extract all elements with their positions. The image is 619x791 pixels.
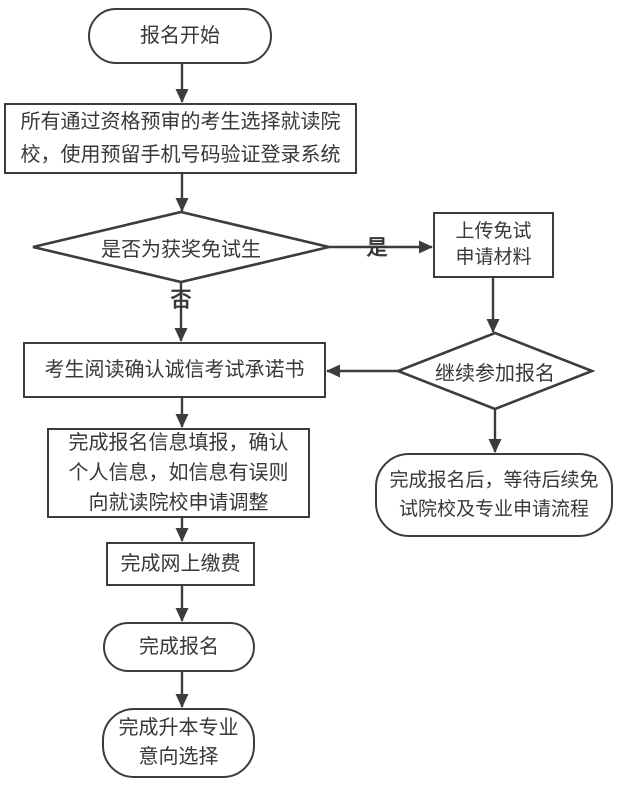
- node-label-line: 申请材料: [455, 247, 532, 268]
- node-label-line: 试院校及专业申请流程: [398, 499, 589, 520]
- decision-continue-register-label: 继续参加报名: [435, 362, 555, 385]
- node-exempt-wait: 完成报名后，等待后续免 试院校及专业申请流程: [375, 453, 613, 537]
- node-upload-exempt-materials: 上传免试 申请材料: [433, 212, 554, 278]
- node-label-line: 报名开始: [140, 25, 220, 47]
- node-label-line: 考生阅读确认诚信考试承诺书: [44, 359, 305, 381]
- node-label-line: 完成报名后，等待后续免: [389, 470, 599, 491]
- node-start: 报名开始: [88, 8, 272, 64]
- node-major-intent: 完成升本专业 意向选择: [102, 708, 255, 778]
- node-label-line: 向就读院校申请调整: [88, 492, 269, 514]
- node-fill-info: 完成报名信息填报，确认 个人信息，如信息有误则 向就读院校申请调整: [47, 428, 310, 518]
- node-finish-register: 完成报名: [103, 622, 255, 672]
- decision-exempt-label: 是否为获奖免试生: [101, 238, 261, 261]
- node-pay-online: 完成网上缴费: [106, 542, 255, 586]
- node-label-line: 上传免试: [455, 221, 532, 242]
- node-label-line: 个人信息，如信息有误则: [68, 462, 289, 484]
- node-integrity-commitment: 考生阅读确认诚信考试承诺书: [23, 342, 326, 398]
- node-label-line: 完成报名: [139, 636, 219, 658]
- node-label-line: 完成报名信息填报，确认: [68, 432, 289, 454]
- edge-label-no: 否: [170, 288, 192, 312]
- node-select-school-login: 所有通过资格预审的考生选择就读院 校，使用预留手机号码验证登录系统: [4, 103, 357, 174]
- node-label-line: 所有通过资格预审的考生选择就读院: [20, 110, 341, 133]
- node-label-line: 完成升本专业: [118, 717, 239, 739]
- node-label-line: 校，使用预留手机号码验证登录系统: [20, 143, 341, 166]
- edge-label-yes: 是: [366, 236, 388, 260]
- node-label-line: 完成网上缴费: [120, 553, 241, 575]
- node-label-line: 意向选择: [138, 746, 219, 768]
